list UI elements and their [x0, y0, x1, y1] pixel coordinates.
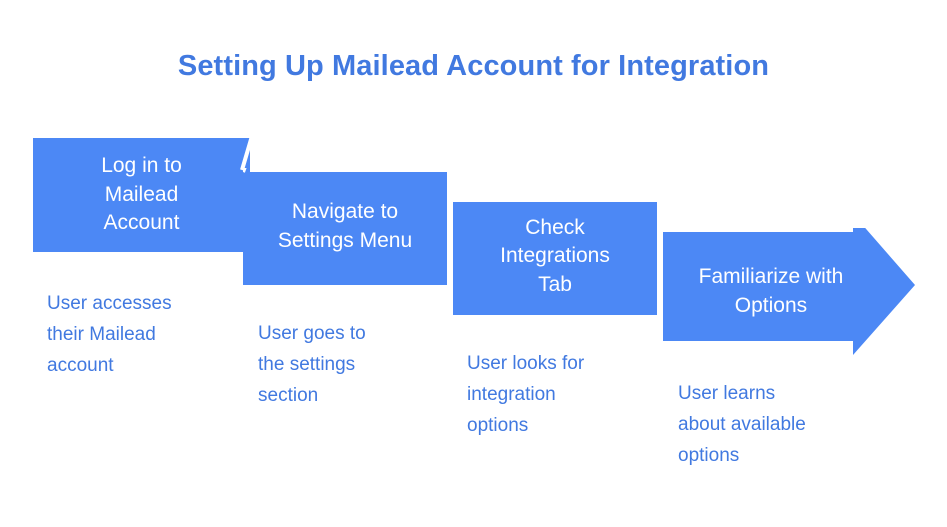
- step-4-label: Familiarize with Options: [698, 265, 844, 317]
- step-2-fold-icon: [240, 135, 254, 171]
- flow-step-1[interactable]: Log in to Mailead Account: [33, 138, 250, 252]
- step-3-caption: User looks for integration options: [467, 353, 585, 436]
- step-3-label: Check Integrations Tab: [500, 215, 610, 296]
- step-2-shape: [243, 168, 447, 285]
- step-2-caption: User goes to the settings section: [258, 323, 366, 406]
- step-4-arrow-shape: [663, 228, 915, 355]
- step-2-label: Navigate to Settings Menu: [277, 200, 413, 252]
- flow-step-3[interactable]: Check Integrations Tab: [453, 198, 657, 315]
- step-3-fold-icon: [450, 165, 464, 201]
- flow-step-4[interactable]: Familiarize with Options: [663, 228, 915, 355]
- page-title: Setting Up Mailead Account for Integrati…: [177, 50, 770, 82]
- flow-step-2[interactable]: Navigate to Settings Menu: [243, 168, 447, 285]
- step-4-caption: User learns about available options: [678, 383, 806, 466]
- step-1-shape: [33, 138, 250, 252]
- step-1-label: Log in to Mailead Account: [101, 154, 182, 235]
- step-4-fold-icon: [660, 195, 674, 231]
- step-1-caption: User accesses their Mailead account: [47, 293, 172, 376]
- step-3-shape: [453, 202, 657, 315]
